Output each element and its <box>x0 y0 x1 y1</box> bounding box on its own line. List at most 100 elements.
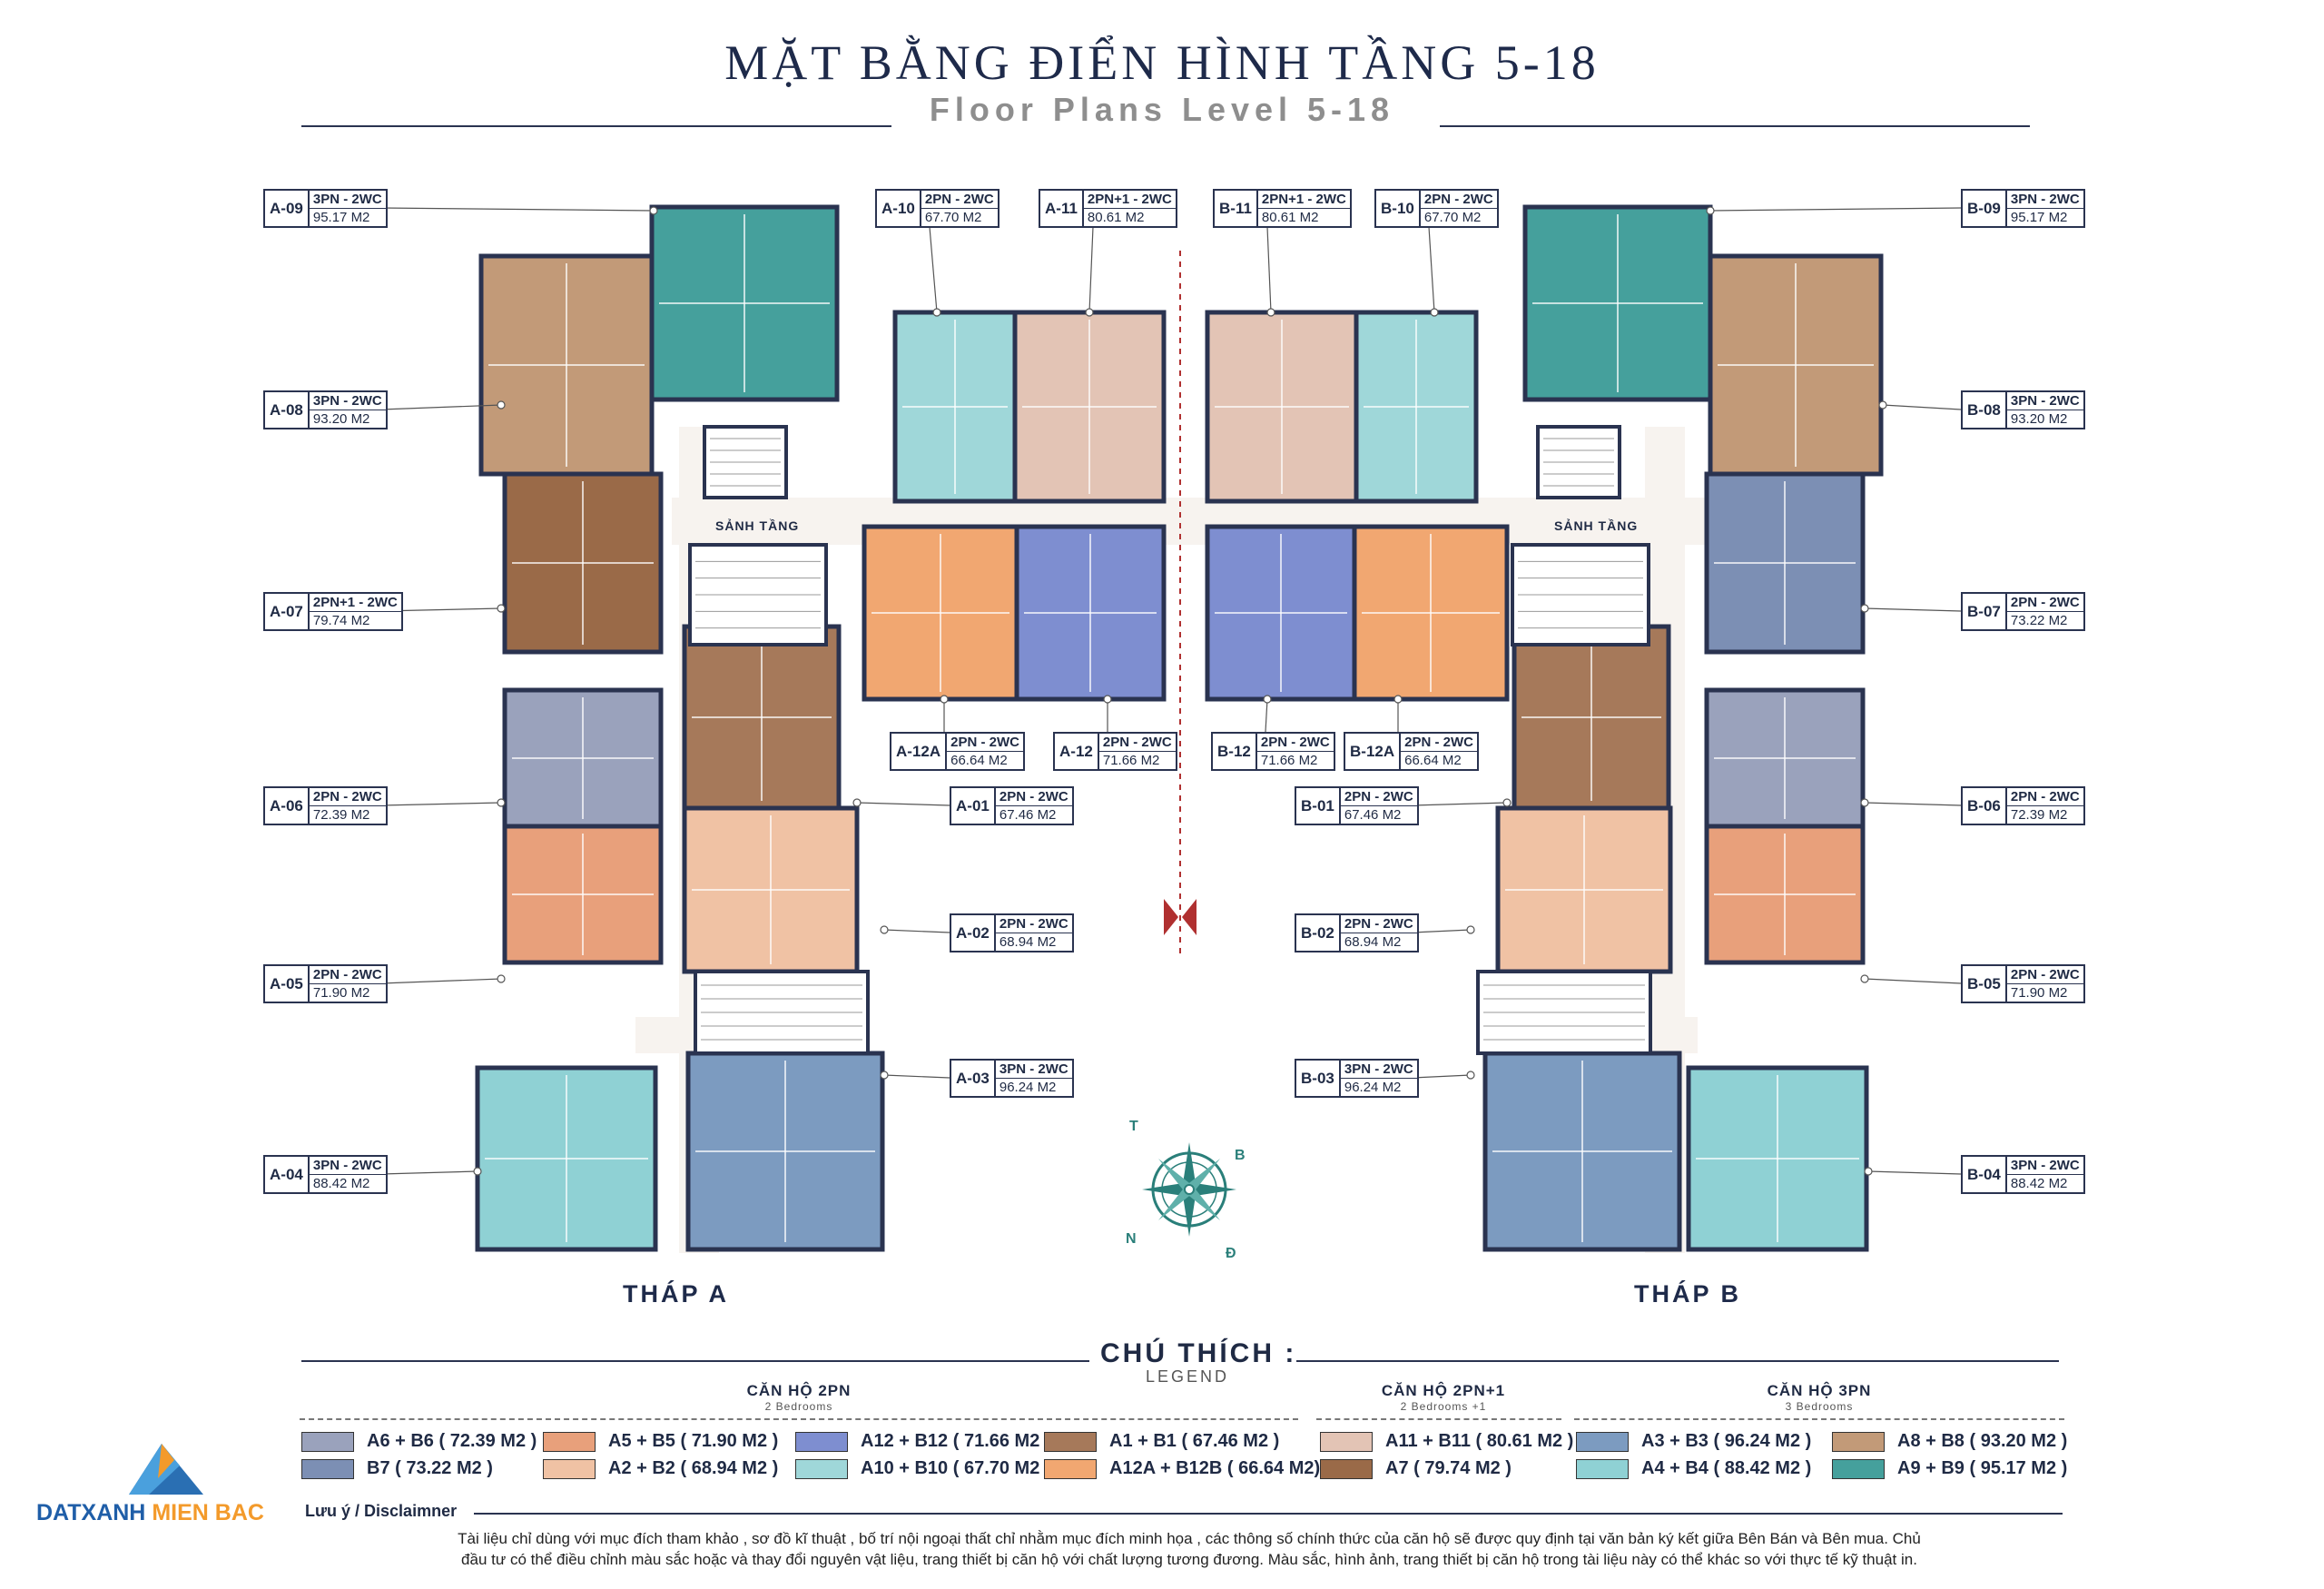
unit-area: 96.24 M2 <box>999 1080 1057 1095</box>
disclaimer-line-1: Tài liệu chỉ dùng với mục đích tham khảo… <box>458 1530 1921 1547</box>
legend-swatch <box>543 1458 596 1479</box>
legend-dash-3pn <box>1574 1418 2064 1420</box>
legend-item: A7 ( 79.74 M2 ) <box>1320 1458 1512 1479</box>
unit-code: A-07 <box>265 594 310 629</box>
legend-group-2pn1: CĂN HỘ 2PN+1 2 Bedrooms +1 <box>1316 1382 1571 1413</box>
unit-code: A-09 <box>265 191 310 226</box>
leader-line-b-06 <box>1864 802 1962 806</box>
leader-dot-b-05 <box>1860 974 1869 983</box>
unit-code: A-12 <box>1055 734 1099 769</box>
legend-item: A12A + B12B ( 66.64 M2) <box>1044 1458 1320 1479</box>
corridor-4 <box>862 508 1462 527</box>
unit-code: A-04 <box>265 1157 310 1192</box>
unit-area: 68.94 M2 <box>999 934 1057 950</box>
unit-type: 2PN+1 - 2WC <box>1083 191 1176 209</box>
legend-item: A3 + B3 ( 96.24 M2 ) <box>1576 1431 1811 1452</box>
leader-line-b-04 <box>1867 1170 1962 1175</box>
unit-type: 2PN+1 - 2WC <box>309 594 401 612</box>
group-2pn1-title: CĂN HỘ 2PN+1 <box>1381 1382 1506 1399</box>
compass: T B N Đ <box>1126 1119 1253 1261</box>
legend-swatch <box>301 1458 354 1479</box>
unit-code: A-11 <box>1040 191 1084 226</box>
legend-rule-right <box>1296 1360 2059 1362</box>
legend-dash-2pn <box>300 1418 1298 1420</box>
unit-type: 2PN - 2WC <box>1256 734 1334 752</box>
unit-area: 66.64 M2 <box>950 753 1008 768</box>
leader-dot-a-12a <box>940 695 949 704</box>
leader-dot-a-06 <box>497 798 506 807</box>
legend-item: A10 + B10 ( 67.70 M2 ) <box>795 1458 1051 1479</box>
disclaimer-line-2: đầu tư có thể điều chỉnh màu sắc hoặc và… <box>461 1550 1917 1568</box>
leader-dot-a-07 <box>497 604 506 613</box>
unit-code: B-05 <box>1963 966 2007 1002</box>
leader-line-b-10 <box>1428 226 1435 313</box>
unit-type: 2PN - 2WC <box>2006 594 2083 612</box>
legend-dash-2pn1 <box>1316 1418 1561 1420</box>
leader-line-a-01 <box>856 802 950 806</box>
legend-label: A10 + B10 ( 67.70 M2 ) <box>861 1458 1051 1478</box>
unit-code: B-09 <box>1963 191 2007 226</box>
logo-text-a: DATXANH <box>36 1500 146 1525</box>
unit-type: 3PN - 2WC <box>2006 392 2083 410</box>
legend-item: A6 + B6 ( 72.39 M2 ) <box>301 1431 537 1452</box>
title-rule-right <box>1440 125 2030 127</box>
unit-type: 2PN - 2WC <box>995 788 1072 806</box>
unit-type: 2PN - 2WC <box>2006 788 2083 806</box>
leader-line-b-07 <box>1864 607 1962 612</box>
page-subtitle: Floor Plans Level 5-18 <box>929 91 1395 128</box>
unit-type: 2PN - 2WC <box>921 191 998 209</box>
unit-area: 93.20 M2 <box>2010 411 2068 427</box>
unit-type: 2PN - 2WC <box>947 734 1023 752</box>
unit-type: 2PN - 2WC <box>995 915 1072 933</box>
unit-area: 66.64 M2 <box>1404 753 1462 768</box>
unit-area: 71.90 M2 <box>2010 985 2068 1001</box>
disclaimer-text: Tài liệu chỉ dùng với mục đích tham khảo… <box>290 1529 2088 1571</box>
leader-dot-b-10 <box>1430 308 1439 317</box>
leader-line-b-09 <box>1709 207 1962 212</box>
leader-dot-a-08 <box>497 400 506 410</box>
group-3pn-title: CĂN HỘ 3PN <box>1767 1382 1872 1399</box>
leader-dot-a-09 <box>649 206 658 215</box>
leader-dot-a-12 <box>1103 695 1112 704</box>
brand-logo: DATXANH MIEN BAC <box>36 1442 281 1542</box>
legend-swatch <box>1576 1458 1629 1479</box>
compass-rose-icon <box>1142 1142 1236 1237</box>
disclaimer-rule <box>474 1513 2063 1515</box>
unit-code: B-08 <box>1963 392 2007 428</box>
legend-item: A4 + B4 ( 88.42 M2 ) <box>1576 1458 1811 1479</box>
unit-area: 72.39 M2 <box>312 807 370 823</box>
legend-swatch <box>1320 1431 1373 1452</box>
legend-item: A1 + B1 ( 67.46 M2 ) <box>1044 1431 1279 1452</box>
legend-item: A2 + B2 ( 68.94 M2 ) <box>543 1458 778 1479</box>
legend-swatch <box>301 1431 354 1452</box>
legend-item: B7 ( 73.22 M2 ) <box>301 1458 493 1479</box>
unit-area: 71.66 M2 <box>1102 753 1160 768</box>
leader-line-b-12 <box>1265 698 1268 733</box>
unit-type: 2PN - 2WC <box>309 966 386 984</box>
unit-area: 93.20 M2 <box>312 411 370 427</box>
legend-swatch <box>795 1458 848 1479</box>
leader-dot-b-06 <box>1860 798 1869 807</box>
unit-area: 67.46 M2 <box>999 807 1057 823</box>
unit-type: 3PN - 2WC <box>2006 191 2083 209</box>
unit-code: B-11 <box>1215 191 1258 226</box>
legend-swatch <box>543 1431 596 1452</box>
unit-code: B-03 <box>1296 1061 1341 1096</box>
leader-dot-b-01 <box>1502 798 1512 807</box>
unit-code: A-03 <box>951 1061 996 1096</box>
legend-item: A9 + B9 ( 95.17 M2 ) <box>1832 1458 2067 1479</box>
leader-dot-a-10 <box>932 308 941 317</box>
group-3pn-sub: 3 Bedrooms <box>1785 1400 1854 1413</box>
legend-group-2pn: CĂN HỘ 2PN 2 Bedrooms <box>300 1382 1298 1413</box>
legend-label: A8 + B8 ( 93.20 M2 ) <box>1897 1431 2068 1451</box>
leader-line-a-03 <box>883 1074 950 1079</box>
unit-type: 2PN - 2WC <box>1401 734 1477 752</box>
